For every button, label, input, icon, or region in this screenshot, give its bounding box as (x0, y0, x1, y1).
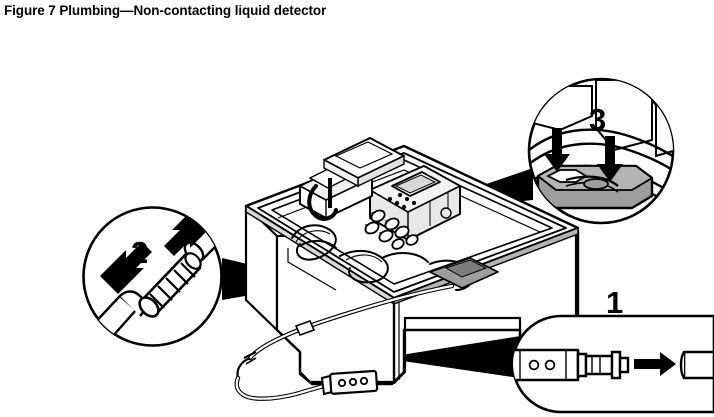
analyzer-enclosure (234, 137, 580, 401)
insertion-arrow-lower (100, 242, 152, 294)
callout-1-number: 1 (606, 285, 623, 320)
callout-1[interactable]: 1 (508, 285, 714, 414)
callout-2[interactable]: 2 (82, 204, 237, 347)
callout-3[interactable]: 3 (527, 77, 676, 225)
detector-probe (320, 369, 379, 396)
figure-caption: Figure 7 Plumbing—Non-contacting liquid … (4, 3, 327, 18)
callout-2-number: 2 (131, 235, 148, 270)
press-arrow-left (544, 128, 570, 172)
retaining-clip (536, 164, 654, 210)
press-arrow-right (597, 136, 623, 182)
leader-to-callout-1 (382, 334, 533, 380)
callout-3-number: 3 (589, 102, 606, 137)
insertion-arrow (634, 352, 676, 376)
detector-cable (234, 283, 455, 401)
tube-fittings (364, 209, 419, 250)
receiving-tube (679, 350, 714, 380)
probe-nozzle (576, 350, 630, 380)
probe-barrel (513, 348, 580, 382)
tube-coupling (138, 252, 202, 318)
